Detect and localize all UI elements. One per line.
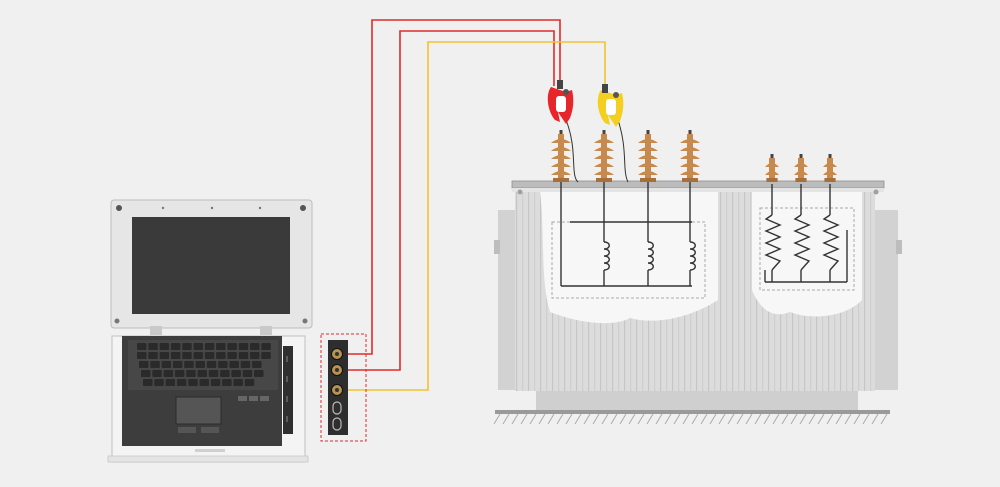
side-button-strip — [283, 346, 293, 434]
ground-base — [493, 410, 890, 425]
lv-bushing-icon — [823, 154, 837, 182]
lv-bushings — [765, 154, 837, 182]
instrument-connector-panel — [320, 333, 367, 442]
hv-winding — [560, 180, 696, 287]
hv-bushings — [551, 130, 700, 182]
highlight-border — [320, 333, 367, 442]
connector-red-icon — [331, 348, 343, 360]
nav-keys — [238, 396, 269, 401]
lid-screw-icon — [116, 205, 122, 211]
lv-bushing-icon — [794, 154, 808, 182]
hv-bushing-icon — [680, 130, 700, 182]
hv-coil-icon — [647, 241, 654, 271]
hv-cutaway — [540, 192, 718, 324]
keyboard-keys — [137, 343, 271, 386]
lv-coil-icon — [793, 214, 811, 271]
lv-winding — [764, 184, 848, 283]
lv-coil-icon — [822, 214, 840, 271]
port-oval-icon — [332, 401, 342, 415]
test-lead-red — [342, 19, 561, 355]
yellow-clamp — [597, 84, 624, 127]
transformer-base-rail — [536, 390, 858, 410]
test-lead-red-2 — [342, 30, 555, 371]
lv-coil-icon — [764, 214, 782, 271]
hv-bushing-icon — [551, 130, 571, 182]
hv-bushing-icon — [594, 130, 614, 182]
connector-yellow-icon — [331, 384, 343, 396]
tank-cover — [511, 180, 885, 189]
test-instrument-laptop — [107, 199, 313, 463]
port-oval-icon — [332, 417, 342, 431]
lv-bushing-icon — [765, 154, 779, 182]
power-transformer — [493, 130, 902, 425]
red-clamp — [547, 80, 574, 124]
hv-coil-icon — [603, 241, 610, 271]
lid-screw-icon — [300, 205, 306, 211]
touchpad — [175, 396, 222, 425]
hv-coil-icon — [689, 241, 696, 271]
test-leads — [342, 19, 629, 391]
test-lead-yellow — [342, 41, 606, 391]
hv-bushing-icon — [638, 130, 658, 182]
connector-red-2-icon — [331, 364, 343, 376]
laptop-screen — [132, 217, 290, 314]
